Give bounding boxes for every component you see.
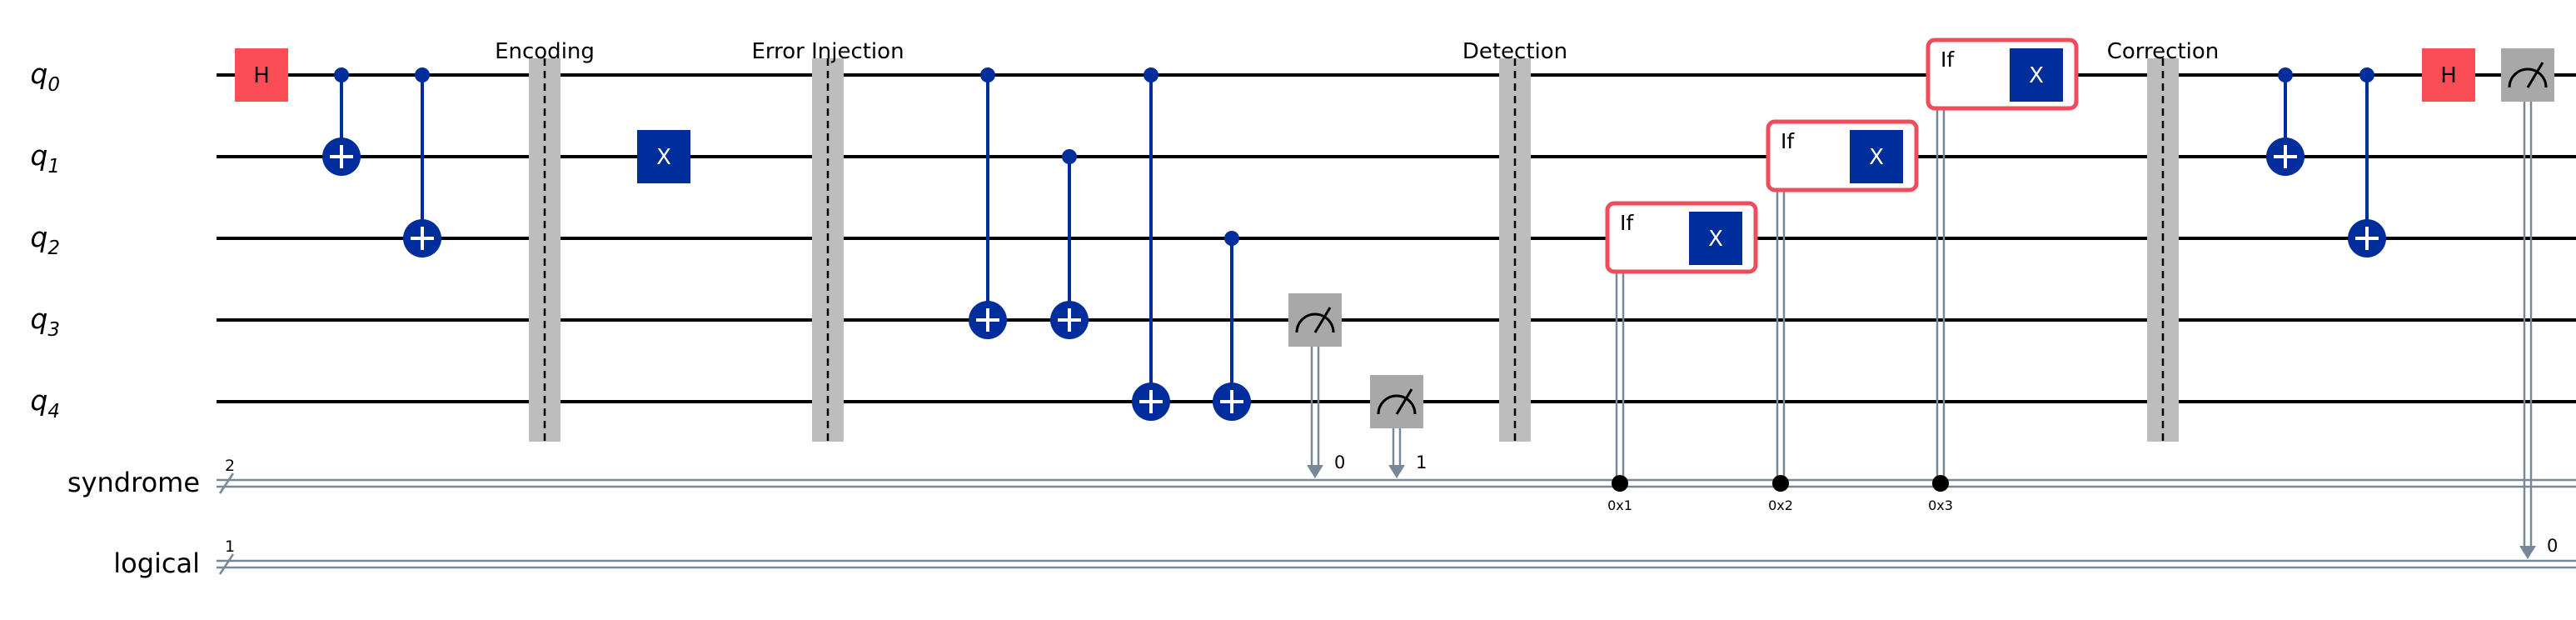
cnot-gate [1050,149,1089,339]
if-label: If [1781,129,1795,153]
measure-bit-label: 1 [1416,452,1427,472]
barrier-label-encoding: Encoding [495,39,595,64]
condition-label: 0x1 [1607,498,1632,513]
barrier-error-injection: Error Injection [751,39,904,442]
conditional-x-gate: If X 0x3 [1926,38,2079,513]
classical-wire-logical: 1 [217,538,2576,575]
condition-dot [1612,475,1628,492]
barrier-correction: Correction [2107,39,2220,442]
cnot-gate [403,68,441,258]
qubit-label-q2: q2 [30,221,60,259]
condition-dot [1932,475,1949,492]
cnot-gate [322,68,361,176]
condition-label: 0x3 [1928,498,1953,513]
creg-label-syndrome: syndrome [67,467,200,498]
conditional-x-gate: If X 0x1 [1605,201,1758,513]
cnot-gate [1213,231,1251,421]
cnot-gate [1132,68,1170,421]
x-gate-label: X [1708,227,1723,252]
barrier-encoding: Encoding [495,39,595,442]
measure-gate: 0 [1288,293,1345,478]
meter-icon [1295,312,1335,333]
h-gate-label: H [253,63,270,88]
h-gate-label: H [2440,63,2457,88]
creg-size-syndrome: 2 [225,457,235,475]
if-label: If [1620,211,1634,235]
control-dot [1062,149,1077,164]
cnot-gate [2348,68,2386,258]
x-gate-label: X [2029,63,2044,88]
control-dot [2359,68,2374,82]
qubit-label-q4: q4 [30,384,60,422]
measure-gate: 0 [2501,48,2558,559]
cnot-gate [2266,68,2304,176]
qubit-label-q3: q3 [30,302,60,341]
h-gate: H [2422,48,2475,102]
meter-icon [2508,68,2548,88]
creg-size-logical: 1 [225,538,235,556]
measure-gate: 1 [1370,375,1427,478]
classical-wire-syndrome: 2 [217,457,2576,494]
meter-icon [1377,394,1417,415]
conditional-x-gate: If X 0x2 [1766,119,1919,513]
measure-bit-label: 0 [2547,536,2558,556]
creg-label-logical: logical [113,548,200,579]
barrier-label-error-injection: Error Injection [751,39,904,64]
barrier-label-correction: Correction [2107,39,2220,64]
control-dot [334,68,349,82]
control-dot [1144,68,1158,82]
condition-dot [1772,475,1789,492]
qubit-label-q1: q1 [30,139,60,178]
control-dot [415,68,430,82]
barrier-label-detection: Detection [1462,39,1567,64]
x-gate-label: X [1869,145,1884,170]
if-label: If [1941,48,1955,72]
h-gate: H [235,48,288,102]
x-gate: X [637,130,690,183]
control-dot [980,68,995,82]
control-dot [2278,68,2293,82]
control-dot [1224,231,1239,246]
cnot-gate [969,68,1007,339]
x-gate-label: X [656,145,671,170]
qubit-label-q0: q0 [30,58,60,96]
barrier-detection: Detection [1462,39,1567,442]
measure-bit-label: 0 [1334,452,1345,472]
condition-label: 0x2 [1768,498,1793,513]
